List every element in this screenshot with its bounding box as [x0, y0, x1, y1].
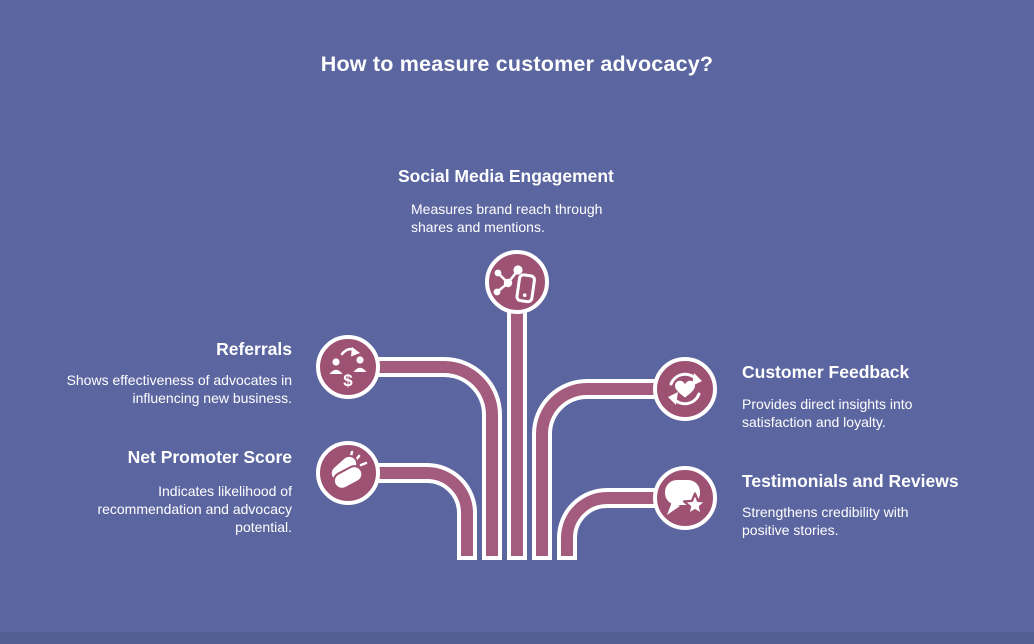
label-net-promoter-score: Net Promoter Score [127, 447, 292, 467]
node-social-media [485, 250, 549, 314]
desc-referrals: Shows effectiveness of advocates in infl… [66, 372, 292, 406]
svg-text:$: $ [343, 371, 353, 390]
speech-bubble-star-icon [665, 480, 708, 516]
desc-testimonials: Strengthens credibility with positive st… [742, 504, 909, 538]
label-customer-feedback: Customer Feedback [742, 362, 910, 382]
share-network-phone-icon [493, 265, 536, 304]
bottom-edge-strip [0, 632, 1034, 644]
referral-exchange-icon: $ [329, 347, 367, 390]
connector-testimonials [557, 488, 685, 560]
label-social-media: Social Media Engagement [398, 166, 614, 186]
desc-customer-feedback: Provides direct insights into satisfacti… [742, 396, 913, 430]
connector-customer-feedback [532, 379, 685, 560]
heart-refresh-icon [668, 372, 702, 406]
page-title: How to measure customer advocacy? [320, 52, 714, 76]
connector-referrals [348, 357, 502, 560]
desc-net-promoter-score: Indicates likelihood of recommendation a… [97, 483, 292, 535]
connector-net-promoter-score [348, 463, 477, 560]
label-testimonials: Testimonials and Reviews [742, 471, 959, 491]
desc-social-media: Measures brand reach through shares and … [411, 201, 603, 235]
clapping-hands-icon [329, 450, 368, 490]
label-referrals: Referrals [216, 339, 292, 359]
node-referrals [316, 335, 380, 399]
